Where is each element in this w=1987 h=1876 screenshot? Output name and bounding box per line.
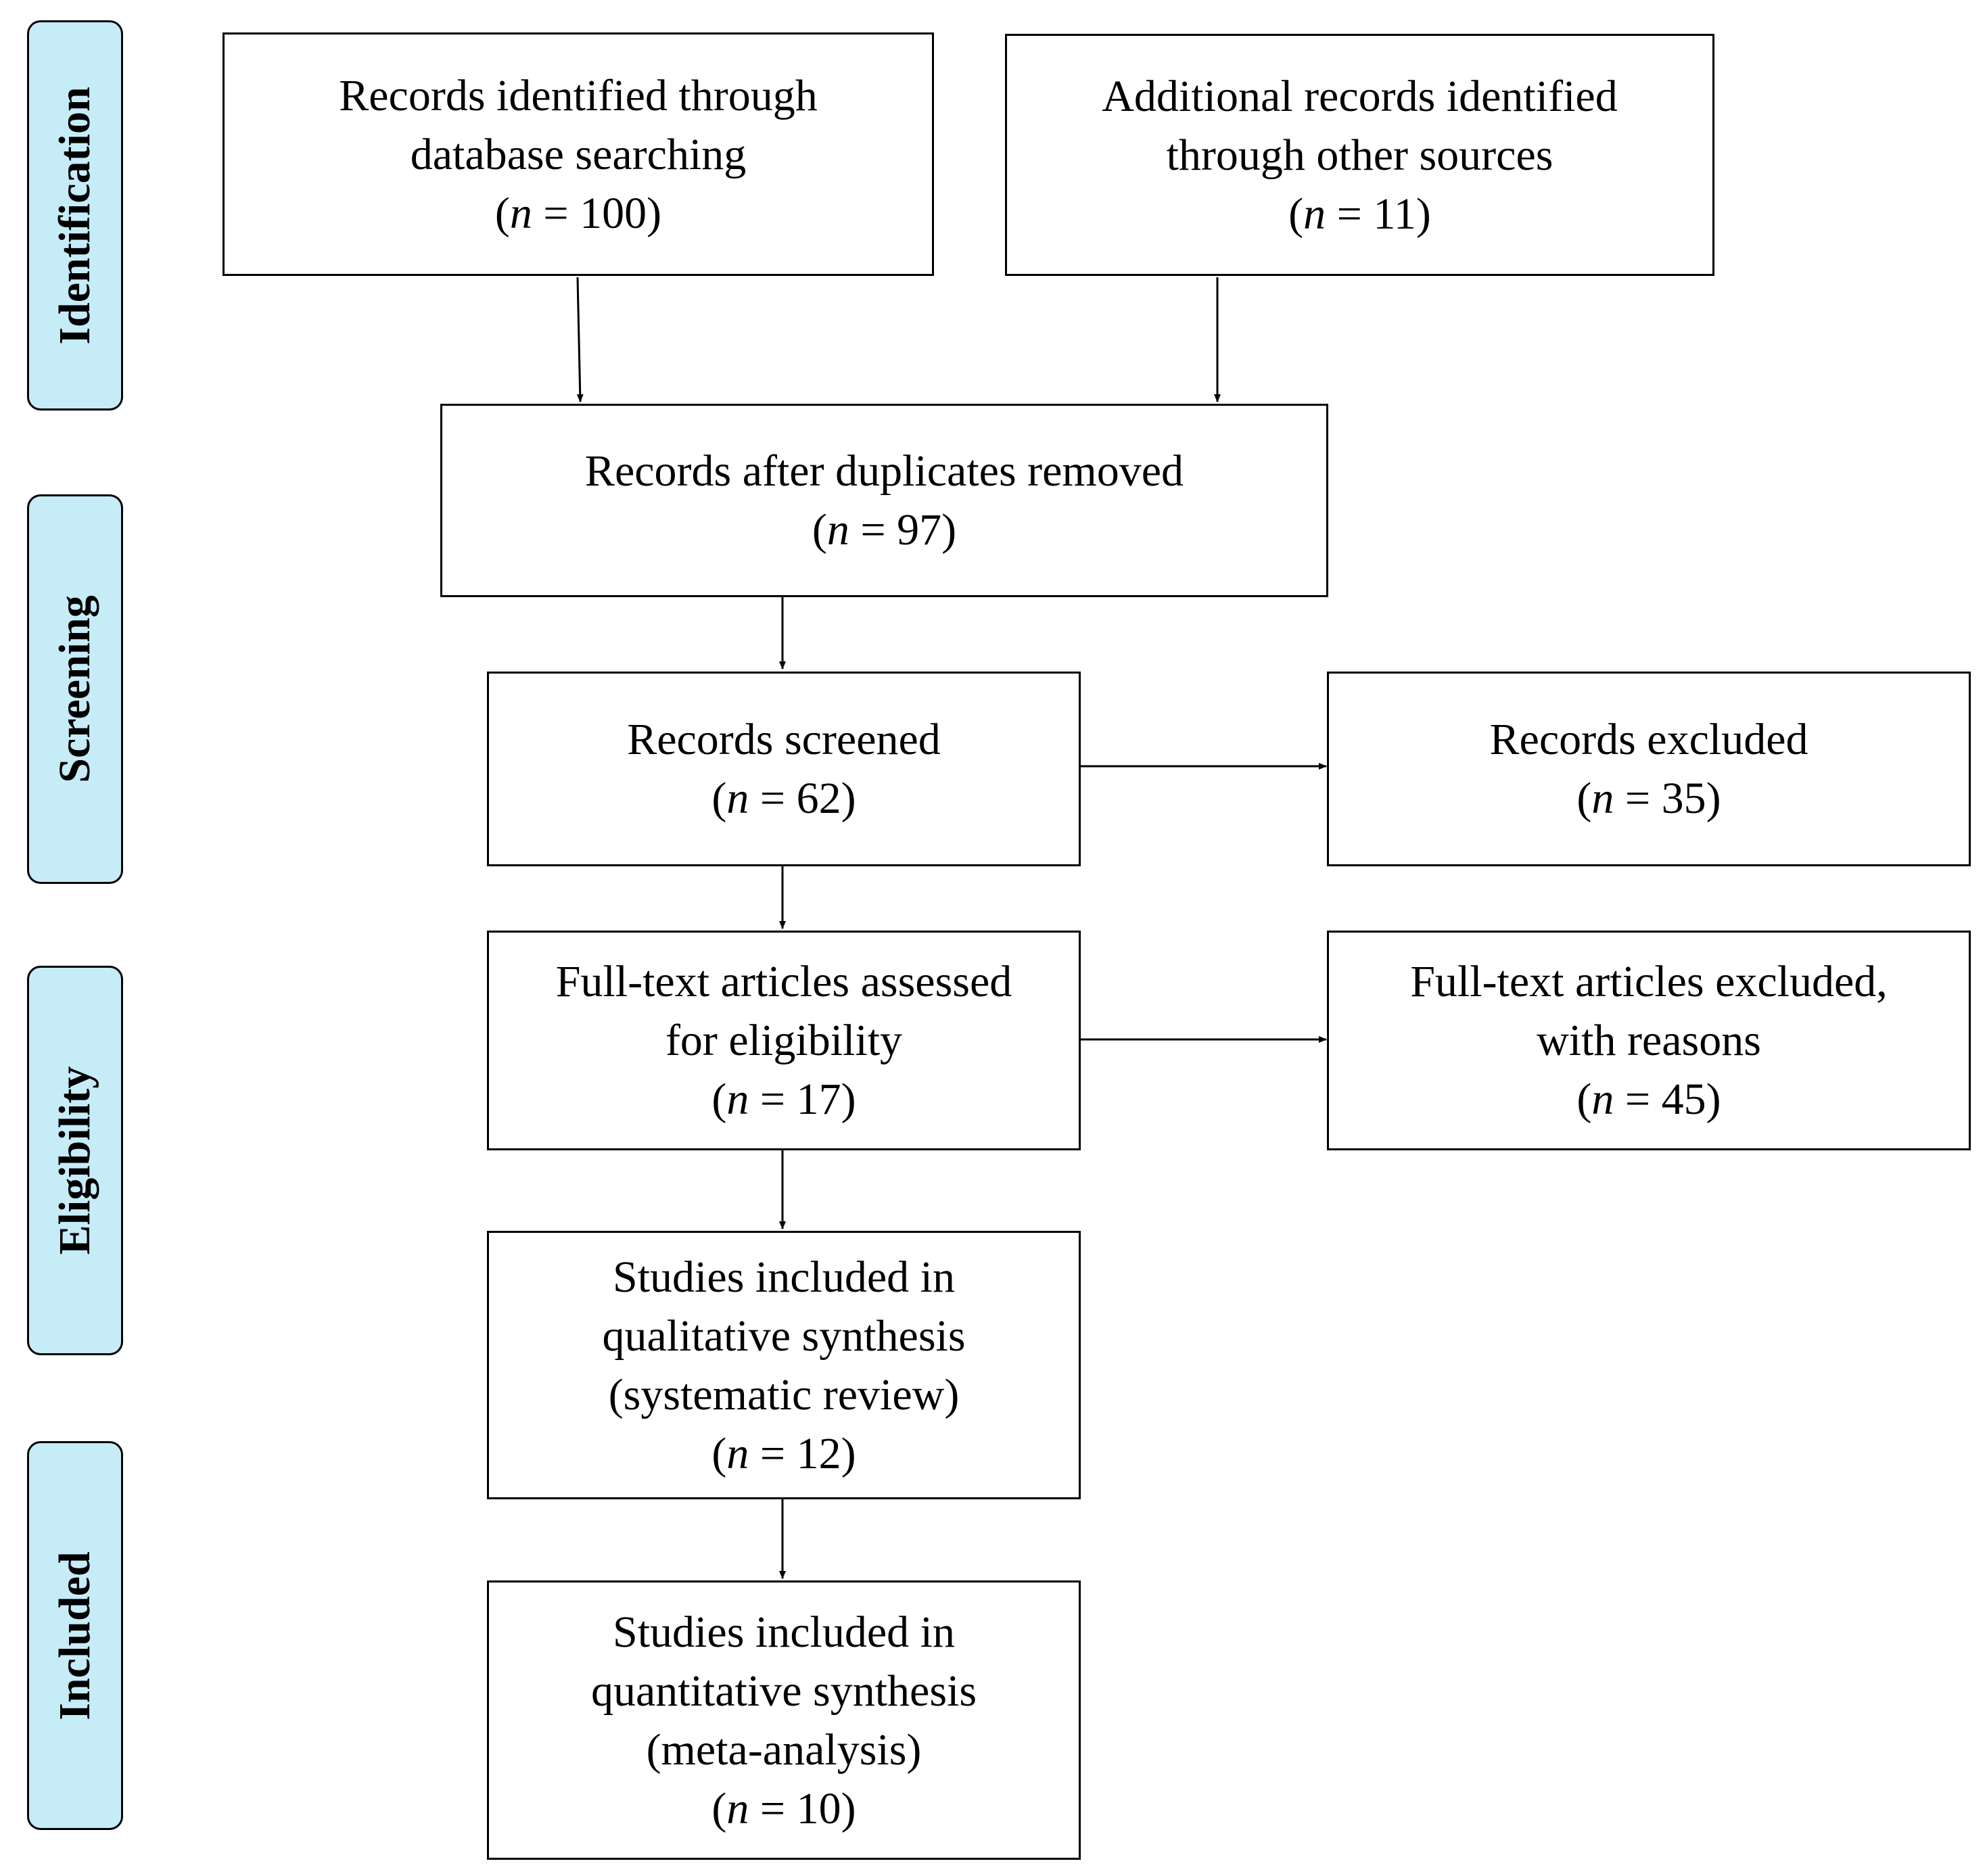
box-line: Full-text articles excluded, [1410,957,1888,1006]
box-count: (n = 10) [711,1783,856,1833]
box-count: (n = 12) [711,1428,856,1478]
box-quantitative-synthesis: Studies included in quantitative synthes… [487,1580,1081,1860]
box-line: Studies included in [613,1252,955,1302]
box-count: (n = 100) [494,188,662,238]
stage-label-identification: Identification [27,20,123,411]
box-line: Records screened [627,715,941,764]
box-count: (n = 11) [1288,189,1431,239]
count-variable: n [1591,774,1614,823]
box-duplicates-removed: Records after duplicates removed (n = 97… [440,404,1328,597]
box-count: (n = 17) [711,1075,856,1124]
box-count: (n = 62) [711,774,856,823]
box-count: (n = 97) [812,505,957,555]
box-line: (meta-analysis) [646,1725,922,1775]
count-value: = 35 [1624,774,1706,823]
box-line: (systematic review) [608,1369,960,1420]
stage-label-screening: Screening [27,494,123,884]
count-variable: n [726,1428,749,1478]
count-value: = 10 [759,1783,841,1833]
stage-label-eligibility-text: Eligibility [50,1066,99,1255]
count-value: = 11 [1336,189,1416,239]
box-line: Records excluded [1489,715,1808,764]
box-database-searching: Records identified through database sear… [223,32,934,276]
count-variable: n [726,1075,749,1124]
box-line: Records after duplicates removed [584,446,1184,496]
box-line: qualitative synthesis [602,1311,966,1361]
box-fulltext-assessed: Full-text articles assessed for eligibil… [487,931,1081,1150]
box-line: Full-text articles assessed [555,957,1012,1006]
box-count: (n = 35) [1576,774,1721,823]
stage-label-included: Included [27,1441,123,1830]
count-value: = 12 [759,1428,841,1478]
arrow-database-to-duplicates [576,277,584,402]
count-variable: n [826,505,849,555]
box-line: Records identified through [339,70,818,120]
box-records-excluded: Records excluded (n = 35) [1327,672,1971,866]
box-line: Additional records identified [1102,71,1618,121]
box-line: through other sources [1166,130,1553,180]
box-records-screened: Records screened (n = 62) [487,672,1081,866]
count-value: = 97 [860,505,942,555]
stage-label-screening-text: Screening [50,595,99,783]
box-line: database searching [410,129,747,179]
count-variable: n [726,1783,749,1833]
box-other-sources: Additional records identified through ot… [1005,34,1714,276]
box-count: (n = 45) [1576,1075,1721,1124]
stage-label-identification-text: Identification [50,86,99,345]
count-variable: n [1591,1075,1614,1124]
box-fulltext-excluded: Full-text articles excluded, with reason… [1327,931,1971,1150]
count-value: = 100 [543,188,647,238]
count-variable: n [509,188,532,238]
count-variable: n [726,774,749,823]
box-line: with reasons [1537,1016,1761,1065]
count-variable: n [1303,189,1326,239]
box-line: Studies included in [613,1607,955,1657]
stage-label-eligibility: Eligibility [27,966,123,1355]
box-line: for eligibility [665,1016,903,1065]
count-value: = 45 [1624,1075,1706,1124]
count-value: = 17 [759,1075,841,1124]
count-value: = 62 [759,774,841,823]
stage-label-included-text: Included [50,1551,99,1720]
box-qualitative-synthesis: Studies included in qualitative synthesi… [487,1231,1081,1499]
box-line: quantitative synthesis [590,1666,977,1716]
